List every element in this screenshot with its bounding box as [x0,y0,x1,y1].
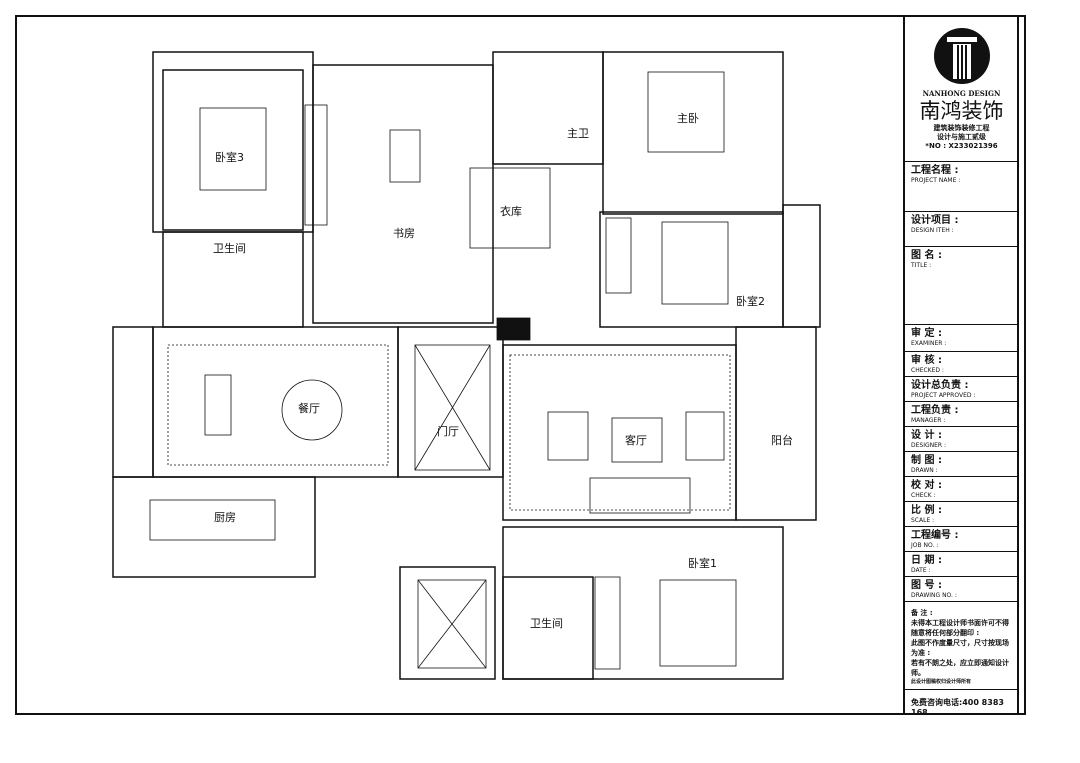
title-field: 图 号 :DRAWING NO. : [905,577,1017,602]
note-line: 若有不朗之处，应立即通知设计 [911,659,1009,667]
note-line: 随意将任何部分翻印 : [911,629,980,637]
title-field: 图 名 :TITLE : [905,247,1017,325]
note-line: 备 注 : [911,609,933,617]
field-label-cn: 校 对 : [911,480,942,491]
title-field: 校 对 :CHECK : [905,477,1017,502]
room-label-study: 书房 [393,227,415,240]
field-label-en: PROJECT APPROVED : [911,392,976,399]
note-line: 师。 [911,669,925,677]
field-label-en: SCALE : [911,517,935,524]
title-field: 工程名程 :PROJECT NAME : [905,162,1017,212]
drawing-sheet-border [15,15,1026,715]
title-field: 比 例 :SCALE : [905,502,1017,527]
walls [112,51,821,680]
title-field: 审 核 :CHECKED : [905,352,1017,377]
note-line: 此图不作度量尺寸，尺寸按现场 [911,639,1009,647]
note-line: 未得本工程设计师书面许可不得 [911,619,1009,627]
field-label-en: DESIGNER : [911,442,947,449]
field-label-en: DRAWN : [911,467,938,474]
note-line: 此设计图稿权归设计师所有 [911,679,972,685]
field-label-cn: 图 名 : [911,250,942,261]
floor-plan: 卧室3 书房 衣库 主卫 主卧 卫生间 卧室2 餐厅 门厅 客厅 阳台 厨房 卫… [112,51,821,680]
title-field: 设计项目 :DESIGN ITEH : [905,212,1017,247]
room-label-bedroom3: 卧室3 [215,150,244,164]
title-field: 工程负责 :MANAGER : [905,402,1017,427]
field-label-cn: 设计总负责 : [911,380,969,391]
title-field: 制 图 :DRAWN : [905,452,1017,477]
field-label-en: CHECK : [911,492,936,499]
furniture [149,71,737,670]
room-label-bathroom-a: 卫生间 [213,241,246,255]
field-label-cn: 设 计 : [911,430,942,441]
title-field: 设计总负责 :PROJECT APPROVED : [905,377,1017,402]
brand-chinese: 南鸿装饰 [919,99,1004,123]
room-label-foyer: 门厅 [437,424,459,438]
brand-english: NANHONG DESIGN [922,89,1001,98]
field-label-en: TITLE : [911,262,932,269]
field-label-cn: 审 核 : [911,355,942,366]
field-label-en: PROJECT NAME : [911,177,961,184]
field-label-en: EXAMINER : [911,340,947,347]
room-label-bedroom1: 卧室1 [688,556,717,570]
room-label-master-bath: 主卫 [567,127,589,140]
field-label-cn: 工程名程 : [911,165,959,176]
field-label-cn: 设计项目 : [911,215,959,226]
room-label-living: 客厅 [625,433,647,447]
room-label-wardrobe: 衣库 [500,204,522,218]
field-label-en: JOB NO. : [911,542,939,549]
field-label-en: DRAWING NO. : [911,592,957,599]
note-line: 为准 : [911,649,931,657]
room-label-kitchen: 厨房 [214,511,236,524]
field-label-cn: 图 号 : [911,580,942,591]
license-number: *NO : X233021396 [925,142,998,150]
room-label-bedroom2: 卧室2 [736,294,765,308]
room-labels: 卧室3 书房 衣库 主卫 主卧 卫生间 卧室2 餐厅 门厅 客厅 阳台 厨房 卫… [213,112,793,630]
field-label-en: DATE : [911,567,931,574]
field-label-cn: 工程负责 : [911,405,959,416]
room-label-bathroom-b: 卫生间 [530,616,563,630]
phone-number: 免费咨询电话:400 8383 168 [911,698,1004,717]
title-block: NANHONG DESIGN 南鸿装饰 建筑装饰装修工程 设计与施工贰级 *NO… [903,15,1019,717]
company-logo-block: NANHONG DESIGN 南鸿装饰 建筑装饰装修工程 设计与施工贰级 *NO… [905,15,1017,162]
tagline-1: 建筑装饰装修工程 [933,124,990,132]
room-label-balcony: 阳台 [771,433,793,447]
room-label-dining: 餐厅 [298,401,320,415]
title-field: 工程编号 :JOB NO. : [905,527,1017,552]
room-label-master-bedroom: 主卧 [677,112,699,125]
title-field: 日 期 :DATE : [905,552,1017,577]
field-label-cn: 比 例 : [911,505,942,516]
notes-block: 备 注 : 未得本工程设计师书面许可不得 随意将任何部分翻印 : 此图不作度量尺… [905,602,1017,690]
tagline-2: 设计与施工贰级 [937,133,986,141]
field-label-cn: 日 期 : [911,555,942,566]
field-label-cn: 审 定 : [911,328,942,339]
title-field: 审 定 :EXAMINER : [905,325,1017,352]
field-label-en: CHECKED : [911,367,944,374]
column-logo-icon [933,28,990,84]
field-label-cn: 工程编号 : [911,530,959,541]
field-label-en: DESIGN ITEH : [911,227,954,234]
field-label-cn: 制 图 : [911,455,942,466]
title-field: 设 计 :DESIGNER : [905,427,1017,452]
field-label-en: MANAGER : [911,417,946,424]
